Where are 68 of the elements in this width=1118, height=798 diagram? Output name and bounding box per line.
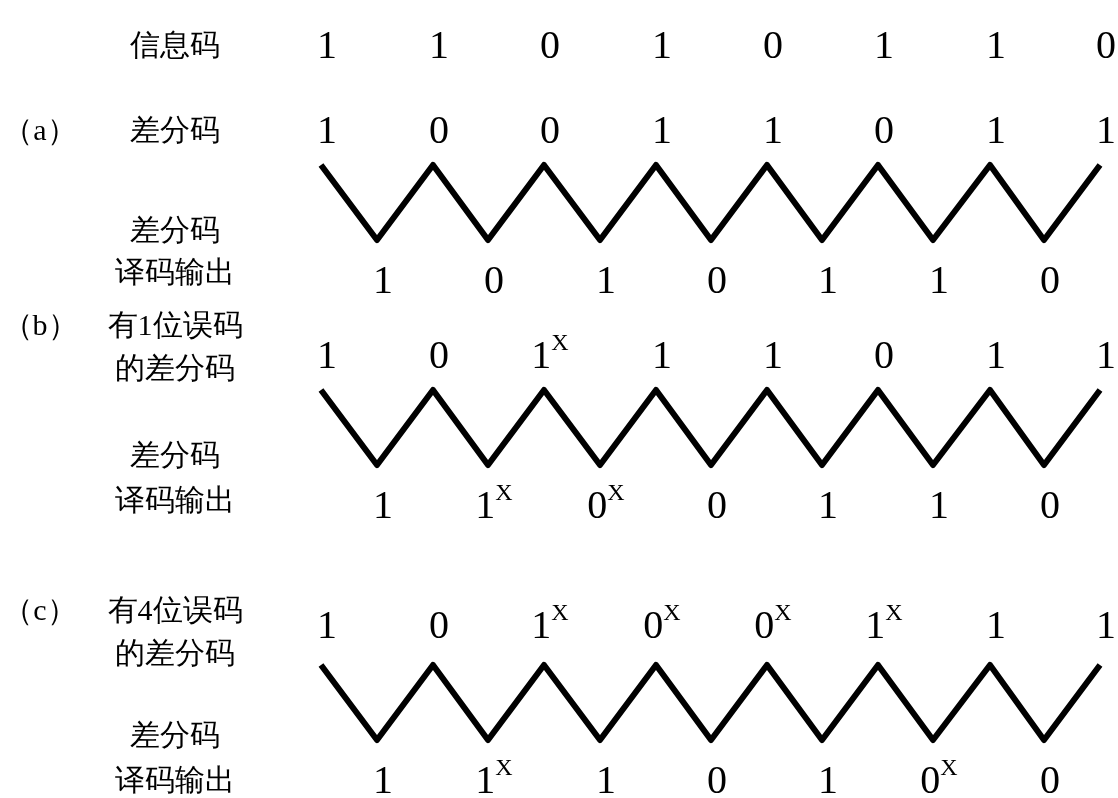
bit-value: 0 — [874, 110, 894, 150]
row-label: 信息码 — [130, 30, 220, 60]
row-label: 有1位误码 — [107, 310, 243, 340]
part-label: （c） — [3, 595, 77, 625]
bit-value: 0 — [1040, 760, 1060, 798]
part-label: （b） — [2, 310, 78, 340]
bit-value: 1 — [1096, 110, 1116, 150]
bit-value: 1 — [373, 485, 393, 525]
bit-value: 1 — [652, 25, 672, 65]
bit-value: 1 — [818, 760, 838, 798]
bit-value: 1 — [986, 110, 1006, 150]
bit-value: 0 — [429, 605, 449, 645]
bit-value: 0 — [1040, 485, 1060, 525]
bit-value: 1$^{X}$ — [531, 605, 569, 645]
bit-value: 1 — [1096, 335, 1116, 375]
bit-value: 1$^{X}$ — [475, 760, 513, 798]
bit-value: 1 — [596, 760, 616, 798]
bit-value: 1 — [429, 25, 449, 65]
row-label: 译码输出 — [115, 257, 235, 287]
bit-value: 0$^{X}$ — [587, 485, 625, 525]
bit-value: 1 — [986, 25, 1006, 65]
row-label: 差分码 — [130, 720, 220, 750]
bit-value: 0 — [429, 335, 449, 375]
row-label: 差分码 — [130, 440, 220, 470]
bit-value: 0$^{X}$ — [754, 605, 792, 645]
bit-value: 1 — [763, 110, 783, 150]
bit-value: 0 — [484, 260, 504, 300]
bit-value: 0 — [540, 110, 560, 150]
bit-value: 1 — [373, 760, 393, 798]
bit-value: 0$^{X}$ — [920, 760, 958, 798]
bit-value: 0$^{X}$ — [643, 605, 681, 645]
bit-value: 1$^{X}$ — [865, 605, 903, 645]
row-label: 的差分码 — [115, 638, 235, 668]
bit-value: 1 — [652, 110, 672, 150]
bit-value: 0 — [1096, 25, 1116, 65]
bit-value: 0 — [1040, 260, 1060, 300]
bit-value: 0 — [707, 260, 727, 300]
bit-value: 1 — [1096, 605, 1116, 645]
bit-value: 0 — [540, 25, 560, 65]
bit-value: 1 — [818, 485, 838, 525]
bit-value: 1 — [317, 110, 337, 150]
row-label: 有4位误码 — [107, 595, 243, 625]
bit-value: 1 — [986, 335, 1006, 375]
bit-value: 0 — [763, 25, 783, 65]
bit-value: 1 — [818, 260, 838, 300]
bit-value: 1 — [929, 260, 949, 300]
bit-value: 1 — [763, 335, 783, 375]
bit-value: 1 — [652, 335, 672, 375]
bit-value: 1 — [317, 605, 337, 645]
row-label: 的差分码 — [115, 353, 235, 383]
bit-value: 0 — [707, 760, 727, 798]
part-label: （a） — [3, 115, 77, 145]
row-label: 差分码 — [130, 215, 220, 245]
bit-value: 1 — [986, 605, 1006, 645]
bit-value: 1 — [317, 335, 337, 375]
bit-value: 1 — [373, 260, 393, 300]
bit-value: 1 — [317, 25, 337, 65]
bit-value: 1 — [596, 260, 616, 300]
bit-value: 0 — [429, 110, 449, 150]
row-label: 差分码 — [130, 115, 220, 145]
bit-value: 1$^{X}$ — [531, 335, 569, 375]
row-label: 译码输出 — [115, 765, 235, 795]
bit-value: 1 — [929, 485, 949, 525]
row-label: 译码输出 — [115, 485, 235, 515]
bit-value: 0 — [874, 335, 894, 375]
bit-value: 1$^{X}$ — [475, 485, 513, 525]
bit-value: 0 — [707, 485, 727, 525]
bit-value: 1 — [874, 25, 894, 65]
